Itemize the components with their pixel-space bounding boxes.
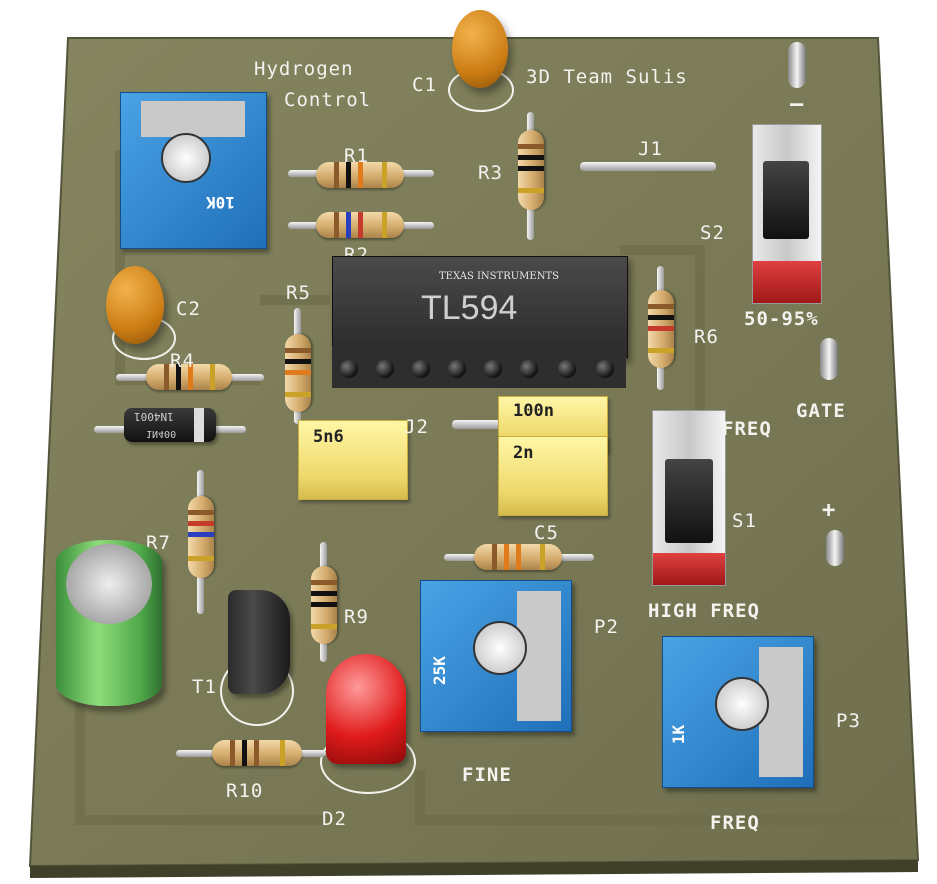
label-r6: R6 <box>694 326 719 348</box>
cap-electrolytic <box>56 540 162 706</box>
label-d2: D2 <box>322 808 347 830</box>
terminal-gate-post <box>820 338 838 380</box>
ic-brand: TEXAS INSTRUMENTS <box>439 271 559 282</box>
resistor-r5 <box>285 334 311 412</box>
label-r5: R5 <box>286 282 311 304</box>
resistor-r6 <box>648 290 674 368</box>
label-r9: R9 <box>344 606 369 628</box>
label-c5: C5 <box>534 522 559 544</box>
trimmer-p1-10k: 10K <box>120 92 267 249</box>
resistor-r7 <box>188 496 214 578</box>
transistor-t1 <box>228 590 290 694</box>
label-duty: 50-95% <box>744 308 819 330</box>
diode-marking-mirror: 1N400 <box>146 428 177 439</box>
resistor-r4 <box>146 364 232 390</box>
resistor-r1 <box>316 162 404 188</box>
cap-2n-value: 2n <box>513 443 534 463</box>
label-p2: P2 <box>594 616 619 638</box>
resistor-r2 <box>316 212 404 238</box>
trimmer-p3-1k: 1K <box>662 636 814 788</box>
label-j2: J2 <box>404 416 429 438</box>
pot-p2-screw <box>473 621 527 675</box>
label-r3: R3 <box>478 162 503 184</box>
switch-s2-knob <box>763 161 809 239</box>
title-control: Control <box>284 89 372 111</box>
cap-c2 <box>106 266 164 344</box>
label-p3: P3 <box>836 710 861 732</box>
ic-part: TL594 <box>421 289 518 327</box>
cap-2n: 2n <box>498 436 608 516</box>
terminal-minus-post <box>788 42 806 88</box>
pot-p1-value: 10K <box>206 193 235 212</box>
team-label: 3D Team Sulis <box>526 66 688 88</box>
label-c1: C1 <box>412 74 437 96</box>
trimmer-p2-25k: 25K <box>420 580 572 732</box>
led-d2 <box>326 654 406 764</box>
cap-100n-value: 100n <box>513 401 554 421</box>
pot-p3-screw <box>715 677 769 731</box>
ic-pins <box>332 346 626 388</box>
label-freq-bottom: FREQ <box>710 812 760 834</box>
switch-s1-knob <box>665 459 713 543</box>
switch-s2 <box>752 124 822 304</box>
label-fine: FINE <box>462 764 512 786</box>
label-r4: R4 <box>170 350 195 372</box>
pot-p1-pad <box>141 101 245 137</box>
diode-cathode-band <box>194 408 204 442</box>
label-j1: J1 <box>638 138 663 160</box>
cap-5n6-value: 5n6 <box>313 427 344 447</box>
label-high-freq: HIGH FREQ <box>648 600 760 622</box>
pot-p1-screw <box>161 133 211 183</box>
cap-c1 <box>452 10 508 88</box>
resistor-r3 <box>518 130 544 210</box>
cap-5n6: 5n6 <box>298 420 408 500</box>
pot-p3-value: 1K <box>669 724 689 745</box>
jumper-j1 <box>580 162 716 171</box>
pot-p2-value: 25K <box>429 656 449 685</box>
resistor-r9 <box>311 566 337 644</box>
switch-s2-base <box>753 261 821 303</box>
diode-marking: 1N4001 <box>134 410 174 423</box>
terminal-plus-post <box>826 530 844 566</box>
component-c5 <box>474 544 562 570</box>
jumper-j2 <box>452 420 512 429</box>
switch-s1-base <box>653 553 725 585</box>
ic-tl594: TEXAS INSTRUMENTS TL594 <box>332 256 628 358</box>
label-s1: S1 <box>732 510 757 532</box>
switch-s1 <box>652 410 726 586</box>
diode-1n4001: 1N4001 1N400 <box>124 408 216 442</box>
label-r1: R1 <box>344 145 369 167</box>
label-plus: + <box>822 498 837 523</box>
label-freq-top: FREQ <box>722 418 772 440</box>
cap-electrolytic-top <box>66 544 152 624</box>
label-gate: GATE <box>796 400 846 422</box>
label-t1: T1 <box>192 676 217 698</box>
label-minus: – <box>790 92 805 117</box>
resistor-r10 <box>212 740 302 766</box>
label-c2: C2 <box>176 298 201 320</box>
label-s2: S2 <box>700 222 725 244</box>
title-hydrogen: Hydrogen <box>254 58 354 80</box>
label-r10: R10 <box>226 780 264 802</box>
